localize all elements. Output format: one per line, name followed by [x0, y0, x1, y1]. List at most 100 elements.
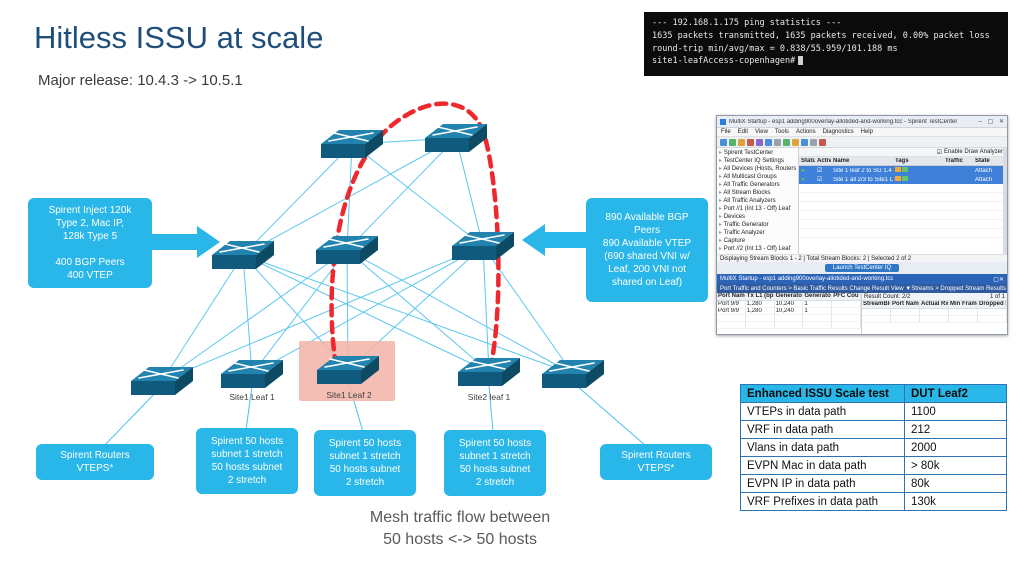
col-actual-rx-port[interactable]: Actual Rx Port: [921, 301, 949, 308]
table-row: EVPN Mac in data path > 80k: [740, 456, 1007, 475]
checkbox-icon[interactable]: ☑: [936, 149, 942, 156]
window-title: MultiX Startup - esp1 adding900overlay-a…: [729, 118, 958, 125]
spine-switch-1: [320, 129, 384, 159]
cell: [832, 308, 861, 314]
col-traffic[interactable]: Traffic: [945, 158, 964, 164]
col-tags[interactable]: Tags: [895, 158, 909, 164]
tree-item[interactable]: All Traffic Generators: [719, 181, 796, 189]
toolbar-icon[interactable]: [801, 138, 808, 146]
toolbar-icon[interactable]: [783, 138, 790, 146]
empty-row: [799, 184, 1007, 193]
col-state[interactable]: State: [975, 158, 990, 164]
scrollbar[interactable]: [1003, 148, 1007, 254]
col-port-name[interactable]: Port Name: [892, 301, 920, 308]
tab-basic-traffic-results[interactable]: Port Traffic and Counters > Basic Traffi…: [720, 286, 911, 292]
tree-item[interactable]: Traffic Generator: [719, 221, 796, 229]
callout-text: 890 Available BGP Peers 890 Available VT…: [602, 212, 692, 288]
col-min-frames[interactable]: Min Frame(s): [950, 301, 978, 308]
active-checkbox-icon[interactable]: ☑: [817, 177, 823, 183]
tree-item[interactable]: All Stream Blocks: [719, 189, 796, 197]
spine-switch-2: [424, 123, 488, 153]
bgp-arrow: [522, 224, 588, 256]
toolbar-icon[interactable]: [810, 138, 817, 146]
menu-diagnostics[interactable]: Diagnostics: [822, 129, 854, 135]
toolbar-icon[interactable]: [756, 138, 763, 146]
results-mini-bar: Result Count: 2/2 1 of 1: [862, 293, 1007, 301]
stream-row[interactable]: ● ☑ Site 1 leaf 2 to SG 1.4 Attach: [799, 166, 1007, 175]
result-row: [862, 309, 1007, 316]
col-status[interactable]: Status: [801, 158, 815, 164]
cell: Port 9/9: [717, 308, 746, 314]
result-row: [717, 322, 861, 329]
col-name[interactable]: Name: [833, 158, 850, 164]
result-row[interactable]: Port 9/9 1,280 10,240 1: [717, 301, 861, 308]
col-dropped-frame-count[interactable]: Dropped Frame Count: [978, 301, 1007, 308]
empty-row: [799, 229, 1007, 238]
results-maximize-button[interactable]: ▢: [993, 276, 999, 283]
active-checkbox-icon[interactable]: ☑: [817, 168, 823, 174]
main-area: Spirent TestCenter TestCenter IQ Setting…: [717, 148, 1007, 254]
page-title: Hitless ISSU at scale: [34, 20, 324, 55]
stream-tags: [893, 176, 943, 183]
terminal-cursor: [798, 56, 804, 66]
toolbar-icon[interactable]: [720, 138, 727, 146]
tree-item[interactable]: All Multicast Groups: [719, 173, 796, 181]
tree-item[interactable]: TestCenter IQ Settings: [719, 157, 796, 165]
tree-item[interactable]: Spirent TestCenter: [719, 149, 796, 157]
col-port-name[interactable]: Port Name: [718, 293, 746, 300]
callout-hosts-3: Spirent 50 hosts subnet 1 stretch 50 hos…: [444, 430, 546, 496]
stream-row[interactable]: ● ☑ Site 1 all 2/3 to Site1 Leaf Attach: [799, 175, 1007, 184]
close-button[interactable]: ✕: [998, 119, 1004, 125]
results-body: Port Name Tx L1 (bps) Generator Sig (bps…: [717, 293, 1007, 334]
toolbar-icon[interactable]: [738, 138, 745, 146]
toolbar-icon[interactable]: [819, 138, 826, 146]
status-dot-icon: ●: [801, 167, 805, 174]
tree-item[interactable]: Port //2 (Int 13 - Off) Leaf: [719, 245, 796, 253]
tree-item[interactable]: Devices: [719, 213, 796, 221]
table-row: Vlans in data path 2000: [740, 438, 1007, 457]
tree-item[interactable]: Port //1 (Int 13 - Off) Leaf: [719, 205, 796, 213]
callout-hosts-1: Spirent 50 hosts subnet 1 stretch 50 hos…: [196, 428, 298, 494]
menu-view[interactable]: View: [755, 129, 768, 135]
callout-links: [99, 383, 647, 451]
menu-actions[interactable]: Actions: [795, 129, 816, 135]
minimize-button[interactable]: –: [978, 119, 982, 125]
table-header-row: Enhanced ISSU Scale test DUT Leaf2: [740, 384, 1007, 403]
toolbar-icon[interactable]: [774, 138, 781, 146]
menu-help[interactable]: Help: [860, 129, 873, 135]
tree-item[interactable]: Capture: [719, 237, 796, 245]
menu-tools[interactable]: Tools: [774, 129, 789, 135]
toolbar-icon[interactable]: [765, 138, 772, 146]
results-tabs: Port Traffic and Counters > Basic Traffi…: [717, 284, 1007, 293]
toolbar-icon[interactable]: [729, 138, 736, 146]
tab-dropped-stream-results[interactable]: Streams > Dropped Stream Results Change …: [911, 286, 1007, 292]
toolbar-icon[interactable]: [747, 138, 754, 146]
col-gen-rate[interactable]: Generator Rate (fps): [804, 293, 833, 300]
metric-label: VTEPs in data path: [740, 402, 905, 421]
tree-item[interactable]: All Traffic Analyzers: [719, 197, 796, 205]
launch-testcenter-iq-button[interactable]: Launch TestCenter IQ: [824, 264, 900, 272]
results-close-button[interactable]: ✕: [998, 276, 1004, 283]
menu-file[interactable]: File: [721, 129, 731, 135]
col-pfc[interactable]: PFC Cou: [832, 293, 861, 300]
col-tx-l1[interactable]: Tx L1 (bps): [746, 293, 775, 300]
menu-edit[interactable]: Edit: [737, 129, 749, 135]
tree-item[interactable]: Traffic Analyzer: [719, 229, 796, 237]
col-active[interactable]: Active: [817, 158, 831, 164]
cell: 1: [803, 308, 833, 314]
pager[interactable]: 1 of 1: [989, 293, 1005, 300]
stream-state: Attach: [975, 167, 993, 174]
result-row[interactable]: Port 9/9 1,280 10,240 1: [717, 308, 861, 315]
tree-item[interactable]: All Devices (Hosts, Routers, ...): [719, 165, 796, 173]
toolbar-icon[interactable]: [792, 138, 799, 146]
change-result-view[interactable]: Change Result View ▼: [849, 285, 912, 292]
col-gen-sig[interactable]: Generator Sig (bps): [775, 293, 804, 300]
metric-label: VRF in data path: [740, 420, 905, 439]
result-row: [862, 316, 1007, 323]
metric-value: 1100: [904, 402, 1007, 421]
maximize-button[interactable]: ▢: [987, 119, 994, 125]
